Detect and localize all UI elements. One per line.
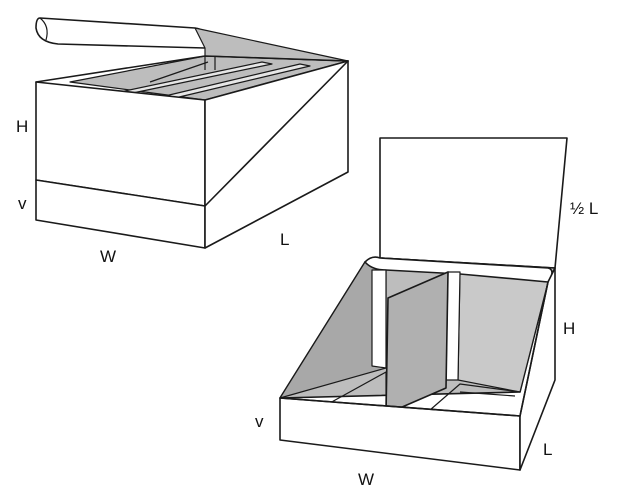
closed-box xyxy=(35,17,349,249)
closed-box-lid-flap xyxy=(35,17,208,49)
display-box-front-face xyxy=(279,397,521,471)
closed-box-width-label: W xyxy=(100,247,116,266)
display-box-width-label: W xyxy=(358,470,374,489)
closed-box-side-face xyxy=(204,60,349,249)
closed-box-flap-label: v xyxy=(18,194,27,213)
closed-box-height-label: H xyxy=(16,117,28,136)
display-box-center-divider xyxy=(385,271,449,415)
display-box-header-panel xyxy=(379,137,568,269)
display-box-header-label: ½ L xyxy=(570,199,598,218)
display-box-flap-label: v xyxy=(255,412,264,431)
open-display-box xyxy=(279,137,568,471)
closed-box-length-label: L xyxy=(280,230,289,249)
display-box-height-label: H xyxy=(563,319,575,338)
display-box-post-left xyxy=(371,269,387,369)
display-box-length-label: L xyxy=(543,440,552,459)
